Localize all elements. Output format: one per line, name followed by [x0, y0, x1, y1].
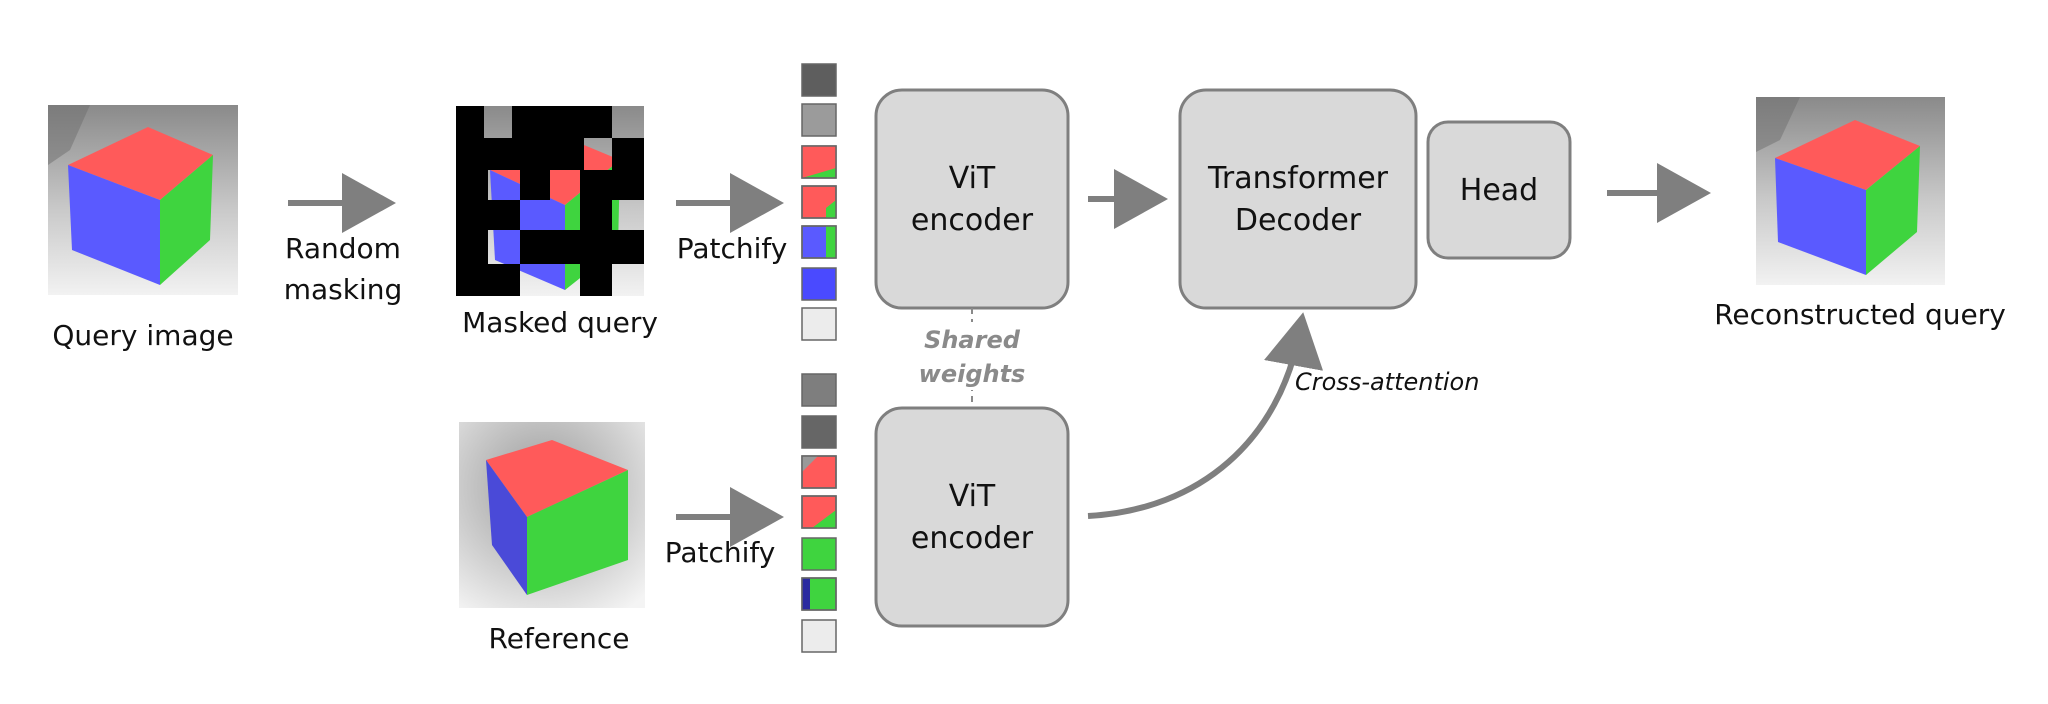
shared-weights-label-line1: Shared — [924, 326, 1021, 354]
vit-encoder-bottom-line2: encoder — [911, 521, 1034, 556]
cube-right-face — [160, 155, 213, 285]
reconstructed-query-label: Reconstructed query — [1714, 298, 2006, 331]
transformer-decoder-line2: Decoder — [1235, 203, 1362, 238]
random-masking-label-line1: Random — [285, 232, 401, 265]
query-image-label: Query image — [52, 319, 233, 352]
cube-left-face — [68, 165, 160, 285]
reconstructed-query-image — [1756, 97, 1945, 285]
vit-encoder-bottom-line1: ViT — [949, 479, 996, 514]
mask-blocks — [456, 106, 644, 296]
shared-weights-label-line2: weights — [919, 360, 1026, 388]
cube-top-face — [68, 127, 213, 200]
random-masking-label-line2: masking — [284, 273, 403, 306]
vit-encoder-top-line1: ViT — [949, 161, 996, 196]
masked-query-label: Masked query — [462, 306, 658, 339]
head-label: Head — [1460, 173, 1538, 208]
vit-encoder-top-line2: encoder — [911, 203, 1034, 238]
cross-attention-label: Cross-attention — [1295, 368, 1479, 396]
masked-query-image — [456, 106, 644, 296]
vit-encoder-bottom — [874, 406, 1070, 628]
patch-column-bottom — [801, 373, 837, 653]
vit-encoder-top — [874, 88, 1070, 310]
transformer-decoder — [1178, 88, 1418, 310]
patch-column-top — [801, 63, 837, 341]
cross-attention-arrow — [1087, 312, 1324, 519]
reference-image — [459, 422, 645, 608]
reference-label: Reference — [489, 622, 630, 655]
transformer-decoder-line1: Transformer — [1207, 161, 1389, 196]
head-block — [1426, 120, 1572, 260]
patchify-top-label: Patchify — [677, 232, 788, 265]
query-image — [48, 105, 238, 295]
shared-weights-label-bg — [920, 322, 1024, 390]
patchify-bottom-label: Patchify — [665, 536, 776, 569]
